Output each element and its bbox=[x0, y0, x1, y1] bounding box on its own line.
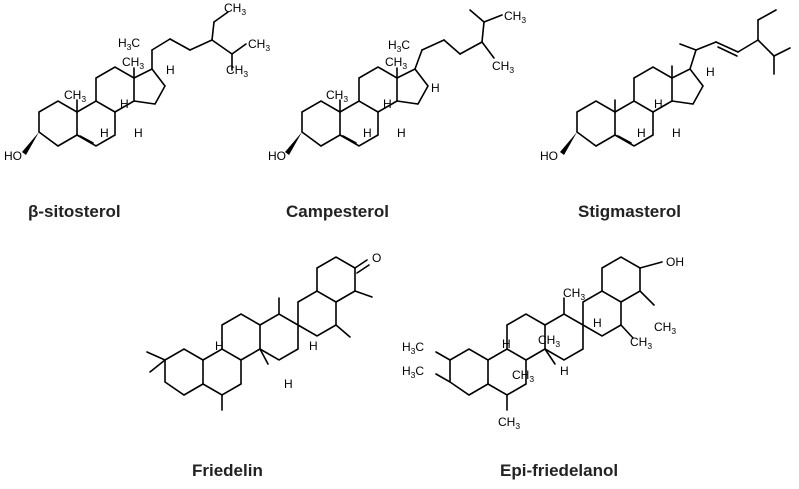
h-label: H bbox=[502, 337, 511, 351]
ho-label: HO bbox=[4, 149, 22, 163]
ch3-label: CH3 bbox=[538, 333, 560, 349]
h-label: H bbox=[166, 63, 175, 77]
ch3-label: CH3 bbox=[504, 9, 526, 25]
h-label: H bbox=[560, 364, 569, 378]
friedelin-structure: O H H H bbox=[146, 251, 381, 411]
h-label: H bbox=[593, 316, 602, 330]
h-label: H bbox=[215, 339, 224, 353]
h3c-label: H3C bbox=[388, 38, 410, 54]
epi-friedelanol-structure: OH CH3 CH3 CH3 CH3 CH3 H3C H3C CH3 H H H bbox=[402, 255, 684, 431]
molecule-name: Campesterol bbox=[286, 202, 389, 221]
h-label: H bbox=[120, 97, 129, 111]
o-label: O bbox=[372, 251, 381, 265]
ch3-label: CH3 bbox=[385, 55, 407, 71]
ch3-label: CH3 bbox=[492, 59, 514, 75]
ho-label: HO bbox=[268, 149, 286, 163]
h3c-label: H3C bbox=[118, 36, 140, 52]
h-label: H bbox=[134, 126, 143, 140]
h-label: H bbox=[100, 126, 109, 140]
h-label: H bbox=[284, 377, 293, 391]
h-label: H bbox=[706, 65, 715, 79]
molecule-name: Epi-friedelanol bbox=[500, 461, 618, 480]
h-label: H bbox=[637, 126, 646, 140]
h-label: H bbox=[383, 97, 392, 111]
h-label: H bbox=[363, 126, 372, 140]
campesterol-structure: HO CH3 CH3 H3C CH3 CH3 H H H H bbox=[268, 9, 526, 163]
stigmasterol-structure: HO H H H H bbox=[540, 9, 791, 163]
ch3-label: CH3 bbox=[248, 37, 270, 53]
h3c-label: H3C bbox=[402, 340, 424, 356]
h-label: H bbox=[431, 81, 440, 95]
h-label: H bbox=[309, 339, 318, 353]
h3c-label: H3C bbox=[402, 364, 424, 380]
ch3-label: CH3 bbox=[64, 88, 86, 104]
ch3-label: CH3 bbox=[122, 55, 144, 71]
ch3-label: CH3 bbox=[654, 320, 676, 336]
beta-sitosterol-structure: HO CH3 CH3 H3C CH3 CH3 H H H H CH3 bbox=[4, 1, 270, 163]
ch3-label: CH3 bbox=[224, 1, 246, 17]
h-label: H bbox=[672, 126, 681, 140]
ch3-label: CH3 bbox=[563, 286, 585, 302]
ch3-label: CH3 bbox=[630, 335, 652, 351]
molecule-name: Friedelin bbox=[192, 461, 263, 480]
molecule-name: β-sitosterol bbox=[28, 202, 121, 221]
oh-label: OH bbox=[666, 255, 684, 269]
h-label: H bbox=[654, 97, 663, 111]
molecule-name: Stigmasterol bbox=[578, 202, 681, 221]
ho-label: HO bbox=[540, 149, 558, 163]
ch3-label: CH3 bbox=[226, 63, 248, 79]
h-label: H bbox=[397, 126, 406, 140]
ch3-label: CH3 bbox=[498, 415, 520, 431]
ch3-label: CH3 bbox=[326, 88, 348, 104]
ch3-label: CH3 bbox=[512, 368, 534, 384]
